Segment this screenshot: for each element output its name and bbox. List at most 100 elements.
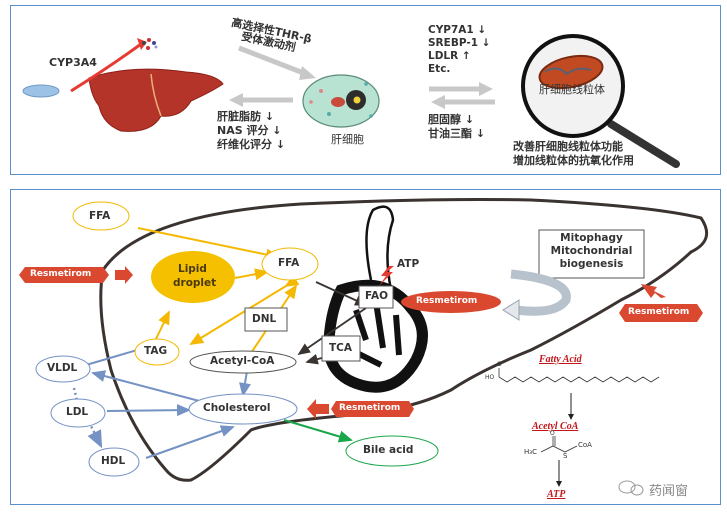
node-lipid-droplet bbox=[151, 251, 235, 303]
effect-arrowhead bbox=[229, 93, 243, 107]
liver-effect-item: 纤维化评分 ↓ bbox=[217, 138, 286, 151]
arrow-hdl-to-cholesterol bbox=[145, 425, 235, 459]
node-fao bbox=[358, 285, 394, 309]
resmetirom-badge-2 bbox=[401, 291, 501, 313]
mitophagy-curved-arrowhead bbox=[502, 299, 520, 321]
acetyl-coa-structure bbox=[540, 436, 578, 453]
label-bile-acid: Bile acid bbox=[363, 444, 414, 456]
gene-effect-item: LDLR ↑ bbox=[428, 50, 471, 62]
gene-effect-item: CYP7A1 ↓ bbox=[428, 24, 487, 36]
agonist-arrowhead bbox=[299, 66, 316, 80]
mito-effects-list: 改善肝细胞线粒体功能 增加线粒体的抗氧化作用 bbox=[513, 140, 634, 168]
node-vldl bbox=[35, 355, 91, 383]
mito-to-hepatocyte-arrowhead bbox=[431, 95, 445, 109]
molecule-icon bbox=[142, 38, 158, 50]
arrow-ffa-tag bbox=[189, 274, 300, 346]
label-mitophagy-line1: Mitophagy bbox=[560, 232, 623, 244]
node-hdl bbox=[88, 447, 140, 477]
node-cholesterol bbox=[188, 393, 298, 425]
label-hdl: HDL bbox=[101, 455, 126, 467]
resmetirom-label-1: Resmetirom bbox=[30, 269, 92, 279]
arrow-ffa-to-fao bbox=[315, 281, 368, 306]
fa-to-acetyl-arrowhead bbox=[568, 414, 574, 420]
node-dnl bbox=[244, 307, 288, 332]
pathway-acetyl-coa: Acetyl CoA bbox=[532, 421, 579, 432]
label-mitophagy: Mitophagy Mitochondrial biogenesis bbox=[539, 232, 644, 271]
node-ffa-outer bbox=[72, 201, 130, 231]
node-ldl bbox=[50, 398, 106, 428]
arrow-tag-to-lipid bbox=[154, 310, 170, 342]
arrow-ldl-to-cholesterol bbox=[106, 404, 191, 417]
label-acetyl-coa: Acetyl-CoA bbox=[210, 355, 275, 367]
label-mitophagy-line2: Mitochondrial bbox=[550, 245, 633, 257]
arrow-lipid-to-ffa bbox=[234, 268, 269, 281]
gene-effects-list: CYP7A1 ↓ SREBP-1 ↓ LDLR ↑ Etc. bbox=[428, 24, 490, 76]
mito-effect-item: 增加线粒体的抗氧化作用 bbox=[513, 154, 634, 167]
label-tca: TCA bbox=[329, 342, 352, 354]
resmetirom-label-4: Resmetirom bbox=[339, 403, 401, 413]
node-bile-acid bbox=[345, 435, 439, 467]
wechat-icon bbox=[618, 480, 644, 496]
arrow-cholesterol-to-bile bbox=[283, 419, 353, 443]
liver-ligament bbox=[150, 73, 162, 117]
label-dnl: DNL bbox=[252, 313, 277, 325]
resmetirom-arrow-3 bbox=[641, 284, 666, 298]
node-mitophagy bbox=[538, 229, 645, 279]
agonist-arrow bbox=[238, 45, 307, 77]
label-tag: TAG bbox=[144, 345, 168, 357]
node-acetyl-coa bbox=[189, 350, 297, 374]
pill-icon bbox=[22, 84, 60, 98]
resmetirom-arrow-1 bbox=[115, 266, 133, 284]
metabolism-arrow bbox=[70, 42, 142, 93]
pathway-fatty-acid: Fatty Acid bbox=[539, 354, 582, 365]
label-atp: ATP bbox=[397, 258, 420, 270]
cell-outline bbox=[99, 198, 709, 482]
arrow-acetyl-to-cholesterol bbox=[239, 370, 251, 397]
gene-effect-item: Etc. bbox=[428, 63, 451, 75]
magnifier-icon bbox=[521, 34, 680, 168]
mitochondria-label: 肝细胞线粒体 bbox=[539, 83, 605, 96]
lipid-effect-item: 胆固醇 ↓ bbox=[428, 113, 475, 126]
node-ffa-inner bbox=[261, 247, 319, 281]
resmetirom-badge-3 bbox=[619, 304, 703, 322]
label-ffa-inner: FFA bbox=[278, 257, 300, 269]
arrow-fao-to-acetyl bbox=[297, 307, 367, 356]
resmetirom-arrow-4 bbox=[307, 399, 329, 419]
pathway-o2-label: O bbox=[550, 430, 555, 437]
mito-effect-item: 改善肝细胞线粒体功能 bbox=[513, 140, 623, 153]
bottom-panel: FFA FFA Lipid droplet TAG DNL Acetyl-CoA… bbox=[10, 189, 721, 505]
cyp3a4-label: CYP3A4 bbox=[49, 56, 97, 69]
top-illustration bbox=[22, 34, 680, 168]
liver-effects-list: 肝脏脂肪 ↓ NAS 评分 ↓ 纤维化评分 ↓ bbox=[217, 110, 285, 152]
pathway-ho-label: HO bbox=[485, 374, 495, 381]
pathway-atp: ATP bbox=[547, 489, 566, 500]
resmetirom-badge-4 bbox=[331, 401, 414, 417]
hepatocyte-icon bbox=[302, 74, 380, 128]
resmetirom-badge-1 bbox=[19, 267, 109, 283]
metabolism-arrowhead bbox=[137, 38, 147, 50]
liver-effect-item: NAS 评分 ↓ bbox=[217, 124, 282, 137]
label-lipid-line1: Lipid bbox=[178, 263, 207, 275]
label-fao: FAO bbox=[365, 290, 389, 302]
pathway-coa-label: CoA bbox=[578, 441, 592, 449]
label-mitophagy-line3: biogenesis bbox=[559, 258, 624, 270]
node-tag bbox=[134, 338, 180, 366]
label-vldl: VLDL bbox=[47, 362, 78, 374]
pathway-diagram bbox=[19, 198, 709, 496]
label-ldl: LDL bbox=[66, 406, 89, 418]
arrow-ffa-outer-to-ffa bbox=[137, 227, 280, 261]
fatty-acid-structure bbox=[498, 368, 660, 383]
liver-effect-item: 肝脏脂肪 ↓ bbox=[217, 110, 275, 123]
resmetirom-label-2: Resmetirom bbox=[416, 296, 478, 306]
top-panel: CYP3A4 高选择性THR-β 受体激动剂 肝脏脂肪 ↓ NAS 评分 ↓ 纤… bbox=[10, 5, 721, 175]
atp-lightning-icon bbox=[379, 266, 394, 286]
resmetirom-label-3: Resmetirom bbox=[628, 307, 690, 317]
node-tca bbox=[321, 335, 361, 362]
lipid-effects-list: 胆固醇 ↓ 甘油三酯 ↓ bbox=[428, 113, 485, 141]
watermark: 药闻窗 bbox=[649, 484, 689, 499]
pathway-h3c-label: H₃C bbox=[524, 448, 537, 456]
mitophagy-curved-arrow bbox=[510, 269, 571, 316]
pathway-s-label: S bbox=[563, 452, 568, 460]
pathway-o-label: O bbox=[497, 361, 502, 368]
arrow-cholesterol-to-vldl bbox=[91, 370, 208, 404]
